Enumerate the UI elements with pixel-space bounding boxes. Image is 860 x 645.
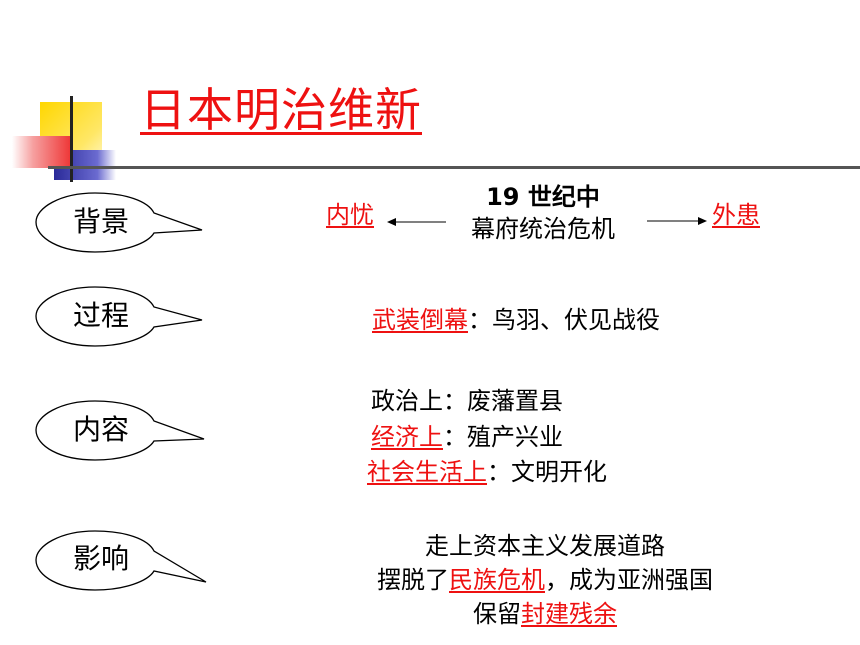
deco-vertical-line [70, 96, 73, 182]
page-title: 日本明治维新 [140, 83, 422, 137]
arrow-left-icon [387, 218, 446, 226]
impact-line-2-pre: 摆脱了 [377, 566, 449, 594]
content-line-3-red: 社会生活上 [367, 458, 487, 486]
impact-line-3-pre: 保留 [473, 600, 521, 628]
background-left: 内忧 [326, 201, 374, 229]
content-line-3: 社会生活上：文明开化 [367, 457, 607, 487]
impact-line-3: 保留封建残余 [340, 599, 750, 629]
bubble-label-process: 过程 [72, 299, 129, 332]
bubble-impact [35, 530, 207, 591]
bubble-process [35, 286, 203, 347]
deco-red-block [12, 136, 72, 168]
bubble-background [35, 192, 203, 253]
impact-line-2-red: 民族危机 [449, 566, 545, 594]
process-line: 武装倒幕：鸟羽、伏见战役 [372, 305, 660, 335]
arrow-right-icon [647, 217, 707, 225]
impact-line-2-post: ，成为亚洲强国 [545, 566, 713, 594]
bubble-content [35, 400, 205, 461]
title-rule [48, 166, 860, 169]
content-line-2-red: 经济上 [371, 423, 443, 451]
bubble-label-impact: 影响 [72, 542, 129, 575]
background-era: 19 世纪中 [486, 183, 600, 211]
process-red: 武装倒幕 [372, 306, 468, 334]
bubble-label-background: 背景 [72, 205, 129, 238]
content-line-2: 经济上：殖产兴业 [371, 422, 563, 452]
background-center: 幕府统治危机 [471, 215, 615, 243]
content-line-1: 政治上：废藩置县 [371, 387, 563, 415]
impact-line-2: 摆脱了民族危机，成为亚洲强国 [340, 565, 750, 595]
content-line-3-rest: ：文明开化 [487, 458, 607, 486]
impact-line-1: 走上资本主义发展道路 [425, 532, 665, 560]
background-right: 外患 [712, 201, 760, 229]
process-rest: ：鸟羽、伏见战役 [468, 306, 660, 334]
content-line-2-rest: ：殖产兴业 [443, 423, 563, 451]
bubble-label-content: 内容 [72, 413, 129, 446]
impact-line-3-red: 封建残余 [521, 600, 617, 628]
